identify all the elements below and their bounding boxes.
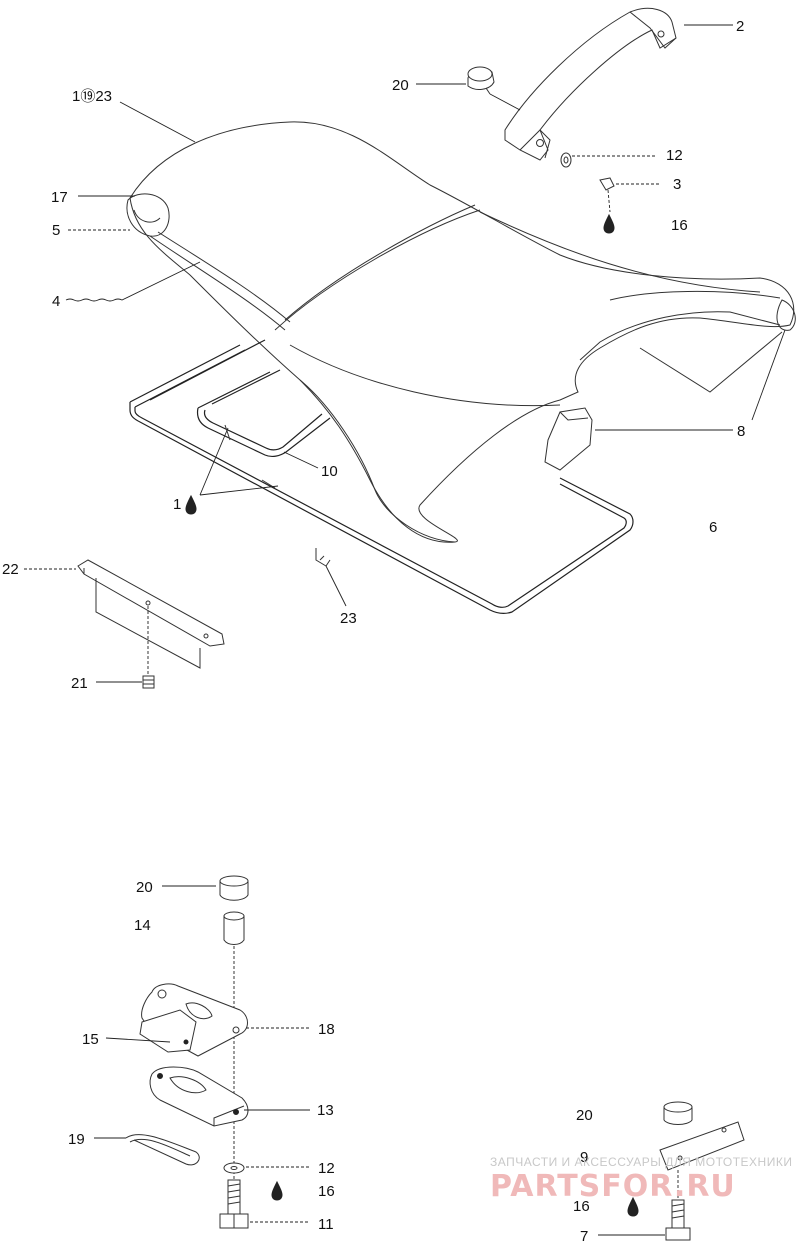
callout-11: 11 <box>318 1216 334 1233</box>
callout-22: 22 <box>2 561 19 578</box>
callout-13: 13 <box>317 1102 334 1119</box>
callout-8: 8 <box>737 423 745 440</box>
washer <box>223 1162 245 1174</box>
latch-pad <box>544 407 593 471</box>
oil-drop-icon <box>627 1196 639 1217</box>
callout-1-19-23: 1⑲23 <box>72 88 112 105</box>
bracket-plate <box>77 559 225 678</box>
watermark: ЗАПЧАСТИ И АКСЕССУАРЫ ДЛЯ МОТОТЕХНИКИ PA… <box>490 1155 792 1204</box>
callout-4: 4 <box>52 293 60 310</box>
oil-drop-icon <box>603 213 615 234</box>
callout-2: 2 <box>736 18 744 35</box>
oil-drop-icon <box>271 1180 283 1201</box>
callout-10: 10 <box>321 463 338 480</box>
washer <box>560 152 572 168</box>
latch-base <box>149 1066 249 1127</box>
callout-19: 19 <box>68 1131 85 1148</box>
spring-clip <box>125 1134 200 1166</box>
callout-5: 5 <box>52 222 60 239</box>
bolt <box>219 1179 249 1229</box>
watermark-logo: PARTSFOR.RU <box>490 1169 736 1204</box>
callout-12-top: 12 <box>666 147 683 164</box>
spacer-sleeve <box>223 911 245 945</box>
screw <box>599 177 615 213</box>
callout-14: 14 <box>134 917 151 934</box>
callout-12-bottom: 12 <box>318 1160 335 1177</box>
leader-lines <box>24 24 786 1236</box>
callout-labels: 2 20 1⑲23 12 3 17 16 5 4 8 10 1 6 22 23 … <box>2 18 745 1245</box>
button-plug <box>467 66 495 95</box>
callout-23: 23 <box>340 610 357 627</box>
callout-20-mid: 20 <box>136 879 153 896</box>
callout-15: 15 <box>82 1031 99 1048</box>
callout-21: 21 <box>71 675 88 692</box>
callout-16-bottom: 16 <box>318 1183 335 1200</box>
callout-17: 17 <box>51 189 68 206</box>
latch-plug <box>219 875 249 901</box>
callout-16-right: 16 <box>573 1198 590 1215</box>
callout-3: 3 <box>673 176 681 193</box>
callout-18: 18 <box>318 1021 335 1038</box>
seat-wire-frame <box>129 339 634 614</box>
callout-20-top: 20 <box>392 77 409 94</box>
seat-cushion <box>126 121 796 543</box>
striker-plate <box>659 1121 745 1171</box>
callout-1: 1 <box>173 496 181 513</box>
callout-9: 9 <box>580 1149 588 1166</box>
striker-plug <box>663 1101 693 1125</box>
watermark-tagline: ЗАПЧАСТИ И АКСЕССУАРЫ ДЛЯ МОТОТЕХНИКИ <box>490 1155 792 1169</box>
bolt <box>665 1199 691 1241</box>
callout-6: 6 <box>709 519 717 536</box>
screw <box>142 675 155 689</box>
callout-16-top: 16 <box>671 217 688 234</box>
callout-20-right: 20 <box>576 1107 593 1124</box>
callout-7: 7 <box>580 1228 588 1245</box>
latch-hook <box>139 1009 197 1053</box>
oil-drop-icon <box>185 494 197 515</box>
clip <box>315 548 331 567</box>
grab-handle <box>504 7 677 161</box>
